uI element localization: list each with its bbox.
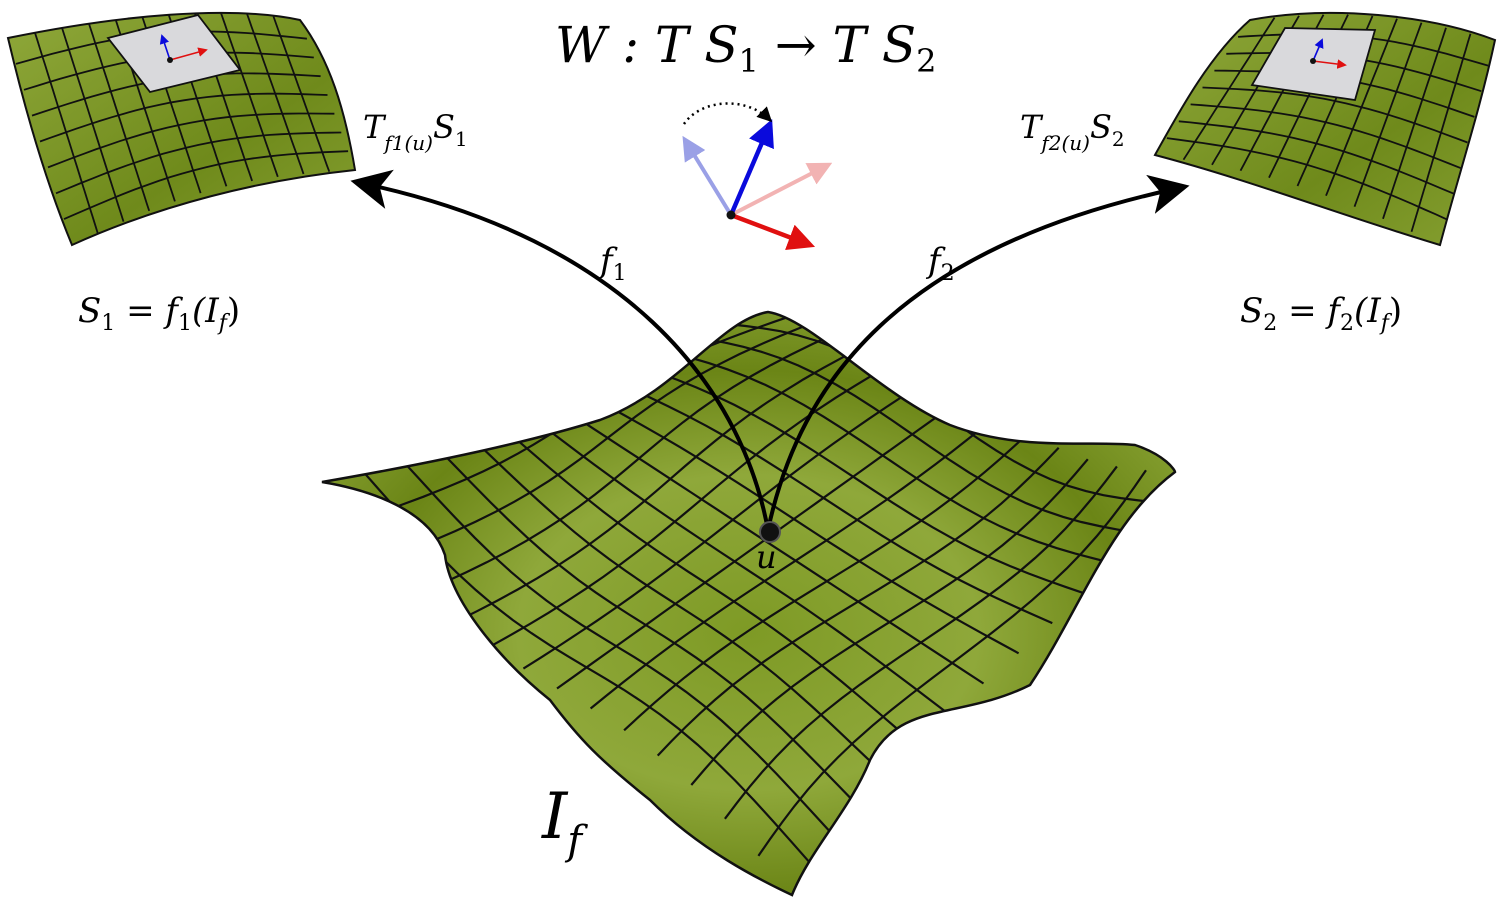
- grid-line: [47, 112, 335, 169]
- domain-label: If: [541, 780, 588, 864]
- grid-line: [656, 446, 1060, 757]
- s2-basis-red: [1312, 59, 1347, 69]
- grid-line: [1190, 103, 1461, 169]
- vector-red: [730, 212, 816, 250]
- surface-2-equation: S2 = f2(If): [1240, 291, 1402, 336]
- grid-line: [455, 335, 885, 623]
- grid-line: [589, 412, 1002, 710]
- s2-basis-blue: [1312, 38, 1324, 62]
- grid-line: [422, 323, 856, 593]
- rotation-origin: [726, 210, 736, 220]
- surface-1-equation: S1 = f1(If): [78, 291, 240, 336]
- grid-line: [522, 370, 943, 670]
- grid-line: [623, 431, 1031, 732]
- grid-line: [388, 316, 827, 560]
- vector-blue: [728, 119, 774, 216]
- map-f1-label: f1: [597, 241, 627, 286]
- grid-line: [1166, 137, 1448, 221]
- grid-line: [39, 92, 328, 143]
- vector-red-faded: [730, 162, 833, 217]
- domain-surface-outline: [321, 310, 1177, 897]
- title-label: W : T S1 → T S2: [555, 16, 936, 80]
- grid-line: [690, 458, 1089, 786]
- tangent-space-1-label: Tf1(u)S1: [363, 108, 468, 155]
- map-arrow-f1: [350, 169, 770, 531]
- s1-basis-blue: [159, 34, 171, 61]
- grid-line: [55, 131, 342, 195]
- surface-s1: [6, 11, 357, 247]
- grid-line: [1202, 86, 1468, 144]
- map-arrow-f2: [766, 174, 1190, 531]
- point-u: [759, 521, 781, 543]
- grid-line: [757, 469, 1147, 857]
- s1-basis-red: [169, 47, 208, 61]
- tangent-plane-s1: [106, 13, 242, 94]
- grid-line: [489, 350, 914, 648]
- grid-line: [724, 465, 1118, 820]
- grid-line: [63, 150, 349, 220]
- s1-point: [167, 57, 173, 63]
- map-f2-label: f2: [925, 241, 955, 286]
- tangent-space-2-label: Tf2(u)S2: [1020, 108, 1125, 155]
- rotation-arc: [682, 102, 773, 125]
- point-u-label: u: [756, 538, 777, 576]
- vector-blue-faded: [682, 135, 733, 217]
- domain-surface: [321, 310, 1177, 897]
- surface-s2-grid: [1166, 14, 1489, 232]
- rotation-glyph: [682, 102, 833, 250]
- s2-point: [1310, 58, 1316, 64]
- surface-s2: [1153, 11, 1497, 247]
- tangent-plane-s2: [1250, 27, 1377, 102]
- grid-line: [1178, 120, 1455, 195]
